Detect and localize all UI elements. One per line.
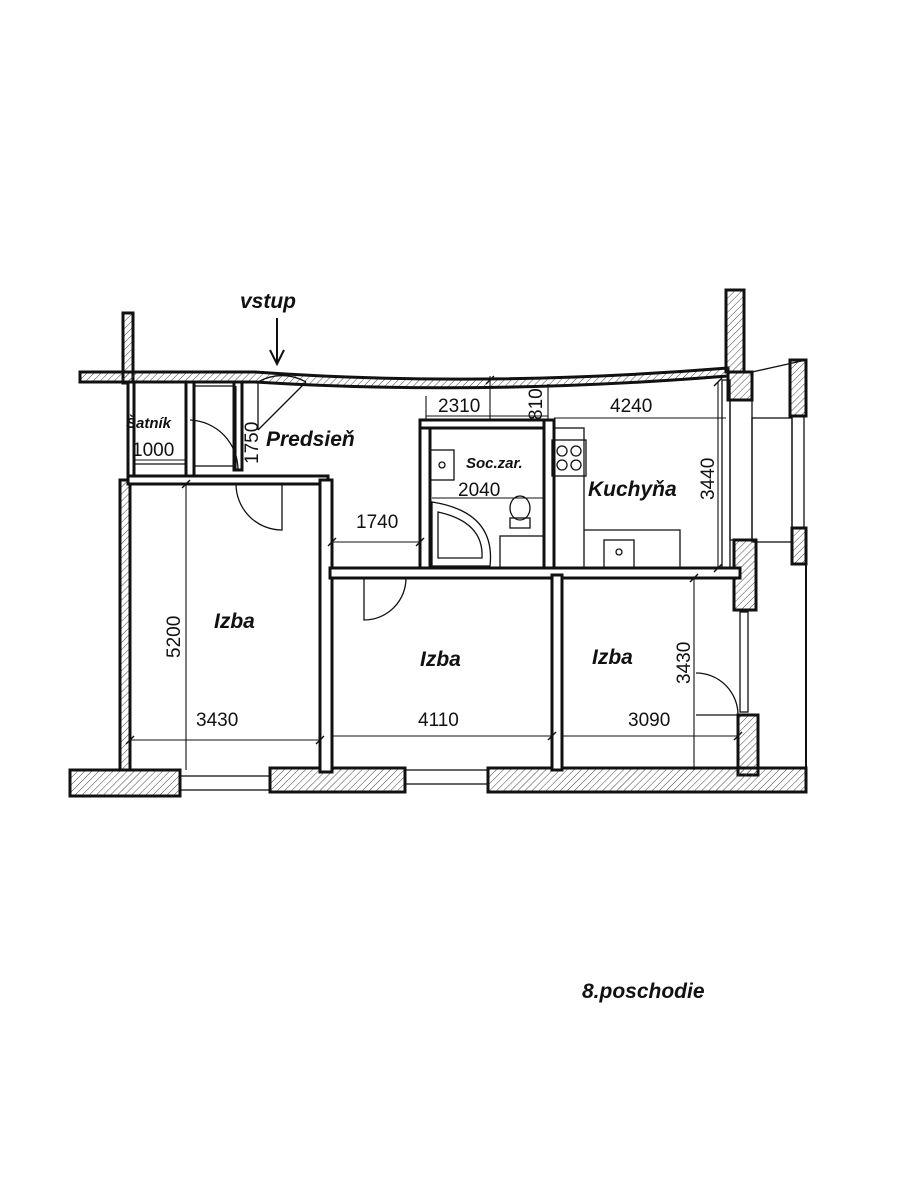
right-window-frame-2 (751, 417, 793, 543)
label-room-middle: Izba (420, 648, 461, 671)
label-bathroom: Soc.zar. (466, 455, 523, 472)
dim-tick (689, 573, 699, 583)
dim-tick (181, 479, 191, 489)
right-wall-outer (788, 358, 808, 418)
washbasin-drain (438, 461, 446, 469)
wardrobe-door-pocket (193, 385, 235, 467)
bathtub-inner (437, 511, 483, 559)
right-wall-outer-2 (790, 526, 808, 566)
stove-burner (570, 459, 582, 471)
top-wall (78, 366, 730, 390)
bath-top-wall (418, 418, 552, 430)
dim-tick (315, 735, 325, 745)
hall-side-wall (232, 380, 244, 472)
wardrobe-wall-right (184, 380, 196, 484)
dim-room-middle-width: 4110 (418, 710, 459, 731)
dim-room-left-width: 3430 (196, 710, 238, 731)
label-room-right: Izba (592, 646, 633, 669)
dim-room-left-depth: 5200 (164, 616, 185, 658)
label-room-left: Izba (214, 610, 255, 633)
kitchen-stove (551, 439, 587, 477)
stove-burner (556, 445, 568, 457)
toilet-tank (509, 517, 531, 529)
label-kitchen: Kuchyňa (588, 478, 677, 501)
right-window-lower (739, 611, 749, 713)
dim-room-right-width: 3090 (628, 710, 670, 731)
corridor-bottom-wall (328, 566, 742, 580)
right-window-frame-3 (791, 415, 805, 529)
right-window-frame-1 (729, 399, 753, 541)
room1-right-wall (318, 478, 334, 774)
right-notch (751, 359, 807, 373)
label-floor: 8.poschodie (582, 980, 705, 1003)
entrance-door (257, 375, 307, 430)
dim-bath-small: 810 (526, 388, 547, 420)
kitchen-sink (603, 539, 635, 569)
dim-room-right-depth: 3430 (674, 642, 695, 684)
dim-wardrobe-width: 1000 (132, 440, 174, 461)
dim-bath-inner: 2040 (458, 480, 500, 501)
bath-cabinet (499, 535, 545, 569)
dim-tick (485, 375, 495, 385)
dim-tick (415, 537, 425, 547)
stove-burner (570, 445, 582, 457)
dim-wardrobe-depth: 1750 (242, 422, 263, 464)
kitchen-sink-drain (615, 548, 623, 556)
dim-tick (547, 731, 557, 741)
stove-burner (556, 459, 568, 471)
label-hall: Predsieň (266, 428, 355, 451)
dim-tick (327, 537, 337, 547)
room2-right-wall (550, 573, 564, 772)
bottom-wall-a (68, 768, 182, 798)
dim-hall-width: 1740 (356, 512, 398, 533)
bottom-wall-c (486, 766, 808, 794)
entrance-door-leaf (257, 381, 307, 431)
bottom-window-b (404, 769, 489, 785)
dim-kitchen-depth: 3440 (698, 458, 719, 500)
bottom-window-a (179, 775, 271, 791)
room2-door (363, 577, 407, 621)
dim-tick (125, 735, 135, 745)
bathtub (431, 501, 492, 567)
wall-room1-top (126, 474, 330, 486)
bottom-wall-b (268, 766, 407, 794)
dim-tick (733, 731, 743, 741)
dim-bath-width: 2310 (438, 396, 480, 417)
toilet (509, 495, 531, 521)
room1-door (235, 483, 283, 531)
room3-door (695, 672, 739, 716)
bath-left-wall (418, 418, 432, 572)
kitchen-counter (553, 427, 585, 569)
wardrobe-door (189, 419, 239, 471)
label-entrance: vstup (240, 290, 296, 313)
dim-kitchen-width: 4240 (610, 396, 652, 417)
dim-tick (713, 563, 723, 573)
right-wall-bottom (736, 713, 760, 777)
dim-tick (713, 377, 723, 387)
label-wardrobe: Šatník (126, 414, 172, 432)
left-wall (118, 478, 132, 772)
kitchen-counter-bottom (584, 529, 681, 568)
wardrobe-wall-left (126, 380, 136, 484)
bath-washbasin (429, 449, 455, 481)
kitchen-right-wall (721, 379, 731, 569)
right-wall-upper (726, 370, 754, 402)
right-tower-wall (724, 288, 746, 374)
entrance-arrow-head (269, 349, 285, 367)
